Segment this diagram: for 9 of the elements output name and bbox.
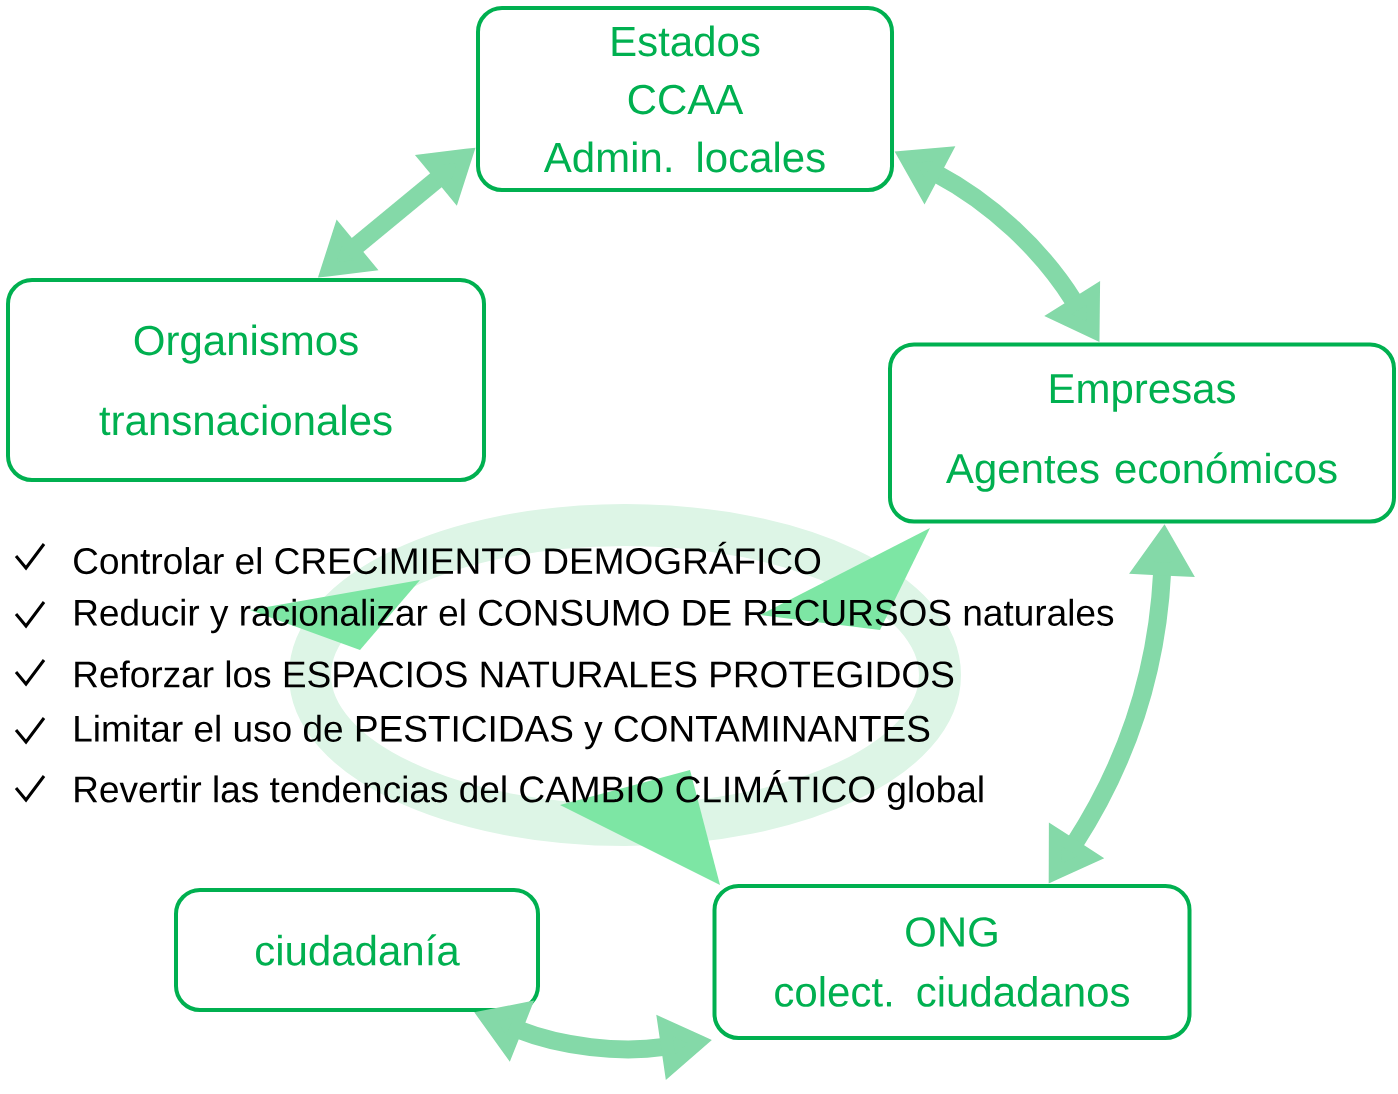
rounded-box: ONG colect. ciudadanos [712,884,1192,1040]
rounded-box: ciudadanía [174,888,540,1012]
rounded-box: Empresas Agentes económicos [888,342,1396,524]
list-item: Revertir las tendencias del CAMBIO CLIMÁTICO global [75,770,983,810]
list-item: Controlar el CRECIMIENTO DEMOGRÁFICO [74,541,821,575]
rounded-box: Estados CCAA Admin. locales [476,6,894,192]
list-item: Limitar el uso de PESTICIDAS y CONTAMINANTES [75,714,930,750]
rounded-box: Organismos transnacionales [6,278,486,482]
list-item: Reforzar los ESPACIOS NATURALES PROTEGIDOS [75,660,954,688]
